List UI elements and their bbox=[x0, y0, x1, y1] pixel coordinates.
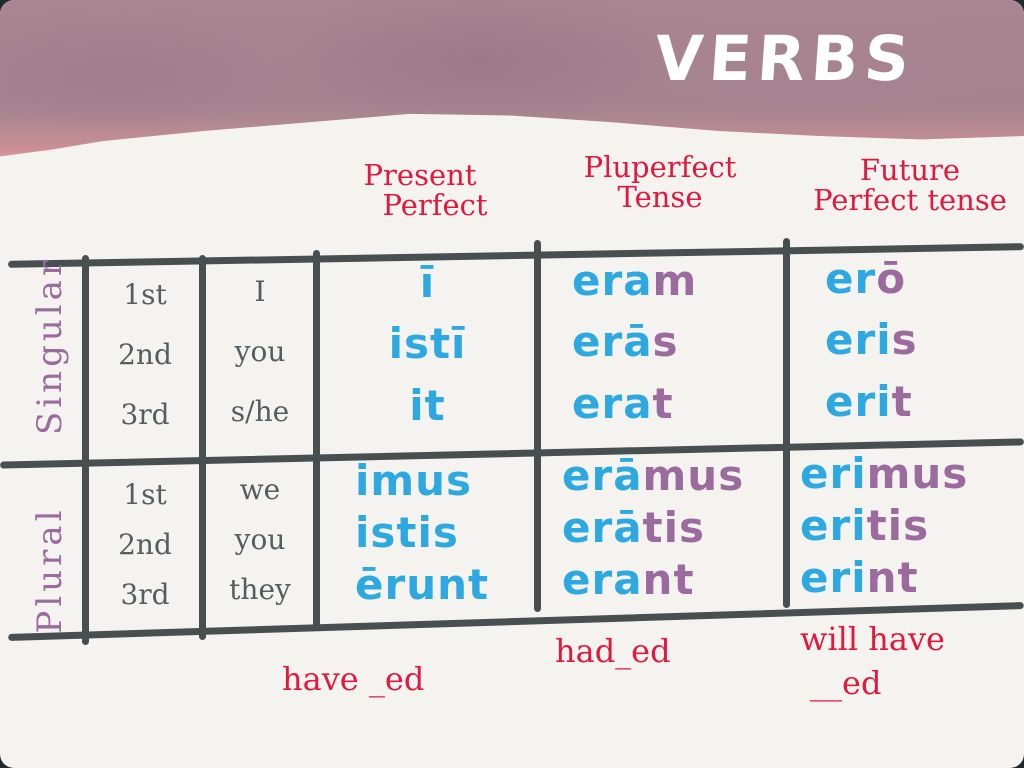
verb-stem: ī bbox=[419, 257, 436, 307]
verb-form: it bbox=[409, 380, 445, 432]
verb-ending: nt bbox=[866, 553, 919, 602]
verb-form: eris bbox=[825, 314, 1015, 366]
pronoun-label: you bbox=[234, 335, 286, 368]
verb-ending: t bbox=[652, 379, 674, 429]
translation-future-perfect-line2: __ed bbox=[810, 664, 882, 702]
header-present-perfect: Present Perfect bbox=[325, 160, 515, 220]
present-perfect-singular: ī istī it bbox=[325, 252, 530, 437]
verb-stem: er bbox=[825, 253, 877, 303]
verb-form: eritis bbox=[800, 500, 1020, 552]
verb-ending: mus bbox=[642, 451, 745, 500]
verb-form: erat bbox=[572, 378, 782, 430]
verb-form: istī bbox=[389, 318, 467, 370]
pronouns-singular: I you s/he bbox=[206, 262, 314, 442]
person-label: 2nd bbox=[118, 528, 172, 561]
header-line: Pluperfect bbox=[583, 150, 737, 184]
verb-stem: imus bbox=[355, 456, 473, 505]
verb-form: ērunt bbox=[355, 559, 530, 611]
verb-stem: era bbox=[572, 255, 653, 305]
translation-present-perfect: have _ed bbox=[282, 660, 425, 698]
pronoun-label: we bbox=[239, 473, 281, 506]
pluperfect-plural: erāmus erātis erant bbox=[562, 450, 780, 604]
verb-form: erant bbox=[562, 554, 780, 606]
verb-ending: s bbox=[891, 315, 918, 365]
grid-line-v3 bbox=[313, 250, 320, 630]
verb-ending: nt bbox=[642, 555, 695, 604]
verb-stem: eri bbox=[825, 377, 892, 427]
pluperfect-singular: eram erās erat bbox=[572, 250, 782, 435]
verb-stem: eri bbox=[800, 501, 867, 550]
header-line: Present bbox=[363, 158, 477, 192]
verb-stem: ērunt bbox=[355, 560, 490, 609]
row-label-singular: Singular bbox=[30, 255, 70, 435]
verb-ending: m bbox=[652, 255, 698, 305]
header-pluperfect: Pluperfect Tense bbox=[560, 152, 760, 212]
pronouns-plural: we you they bbox=[206, 465, 314, 615]
verb-stem: eri bbox=[800, 553, 867, 602]
header-line: Perfect tense bbox=[813, 183, 1007, 217]
person-label: 1st bbox=[123, 278, 167, 311]
verb-stem: eri bbox=[825, 315, 892, 365]
verb-ending: tis bbox=[642, 503, 706, 552]
verb-stem: erā bbox=[562, 503, 643, 552]
header-line: Perfect bbox=[382, 188, 488, 222]
verb-stem: erā bbox=[572, 317, 653, 367]
page-title: VERBS bbox=[652, 22, 918, 95]
future-perfect-plural: erimus eritis erint bbox=[800, 448, 1020, 602]
header-future-perfect: Future Perfect tense bbox=[795, 155, 1024, 215]
verb-form: erit bbox=[825, 376, 1015, 428]
person-label: 1st bbox=[123, 478, 167, 511]
verb-ending: t bbox=[891, 377, 913, 427]
verb-ending: tis bbox=[866, 501, 930, 550]
persons-plural: 1st 2nd 3rd bbox=[90, 470, 200, 620]
header-line: Tense bbox=[617, 180, 703, 214]
verb-stem: era bbox=[572, 379, 653, 429]
verb-form: erint bbox=[800, 552, 1020, 604]
verb-stem: era bbox=[562, 555, 643, 604]
verb-ending: s bbox=[652, 317, 679, 367]
verb-stem: erā bbox=[562, 451, 643, 500]
verb-form: eram bbox=[572, 255, 782, 307]
verb-form: ī bbox=[420, 257, 435, 309]
persons-singular: 1st 2nd 3rd bbox=[90, 265, 200, 445]
person-label: 2nd bbox=[118, 338, 172, 371]
verb-stem: eri bbox=[800, 449, 867, 498]
grid-line-v1 bbox=[82, 255, 89, 645]
verb-form: erās bbox=[572, 316, 782, 368]
grid-line-v5 bbox=[783, 238, 790, 608]
person-label: 3rd bbox=[120, 398, 170, 431]
verb-stem: istis bbox=[355, 508, 459, 557]
pronoun-label: they bbox=[229, 573, 291, 606]
verb-stem: istī bbox=[388, 319, 467, 369]
verb-form: erō bbox=[825, 253, 1015, 305]
translation-future-perfect-line1: will have bbox=[800, 620, 945, 658]
verb-form: erātis bbox=[562, 502, 780, 554]
pronoun-label: s/he bbox=[230, 395, 290, 428]
verb-form: istis bbox=[355, 507, 530, 559]
title-banner bbox=[0, 0, 1024, 157]
future-perfect-singular: erō eris erit bbox=[825, 248, 1015, 433]
verb-form: erāmus bbox=[562, 450, 780, 502]
row-label-plural: Plural bbox=[30, 506, 70, 634]
present-perfect-plural: imus istis ērunt bbox=[355, 455, 530, 609]
pronoun-label: I bbox=[254, 275, 266, 308]
grid-line-v4 bbox=[534, 240, 541, 612]
verb-ending: ō bbox=[876, 253, 907, 303]
verb-stem: it bbox=[409, 381, 446, 431]
verb-form: erimus bbox=[800, 448, 1020, 500]
grid-line-v2 bbox=[199, 255, 206, 640]
translation-pluperfect: had_ed bbox=[555, 632, 671, 670]
person-label: 3rd bbox=[120, 578, 170, 611]
verb-ending: mus bbox=[866, 449, 969, 498]
verb-form: imus bbox=[355, 455, 530, 507]
pronoun-label: you bbox=[234, 523, 286, 556]
header-line: Future bbox=[859, 153, 961, 187]
